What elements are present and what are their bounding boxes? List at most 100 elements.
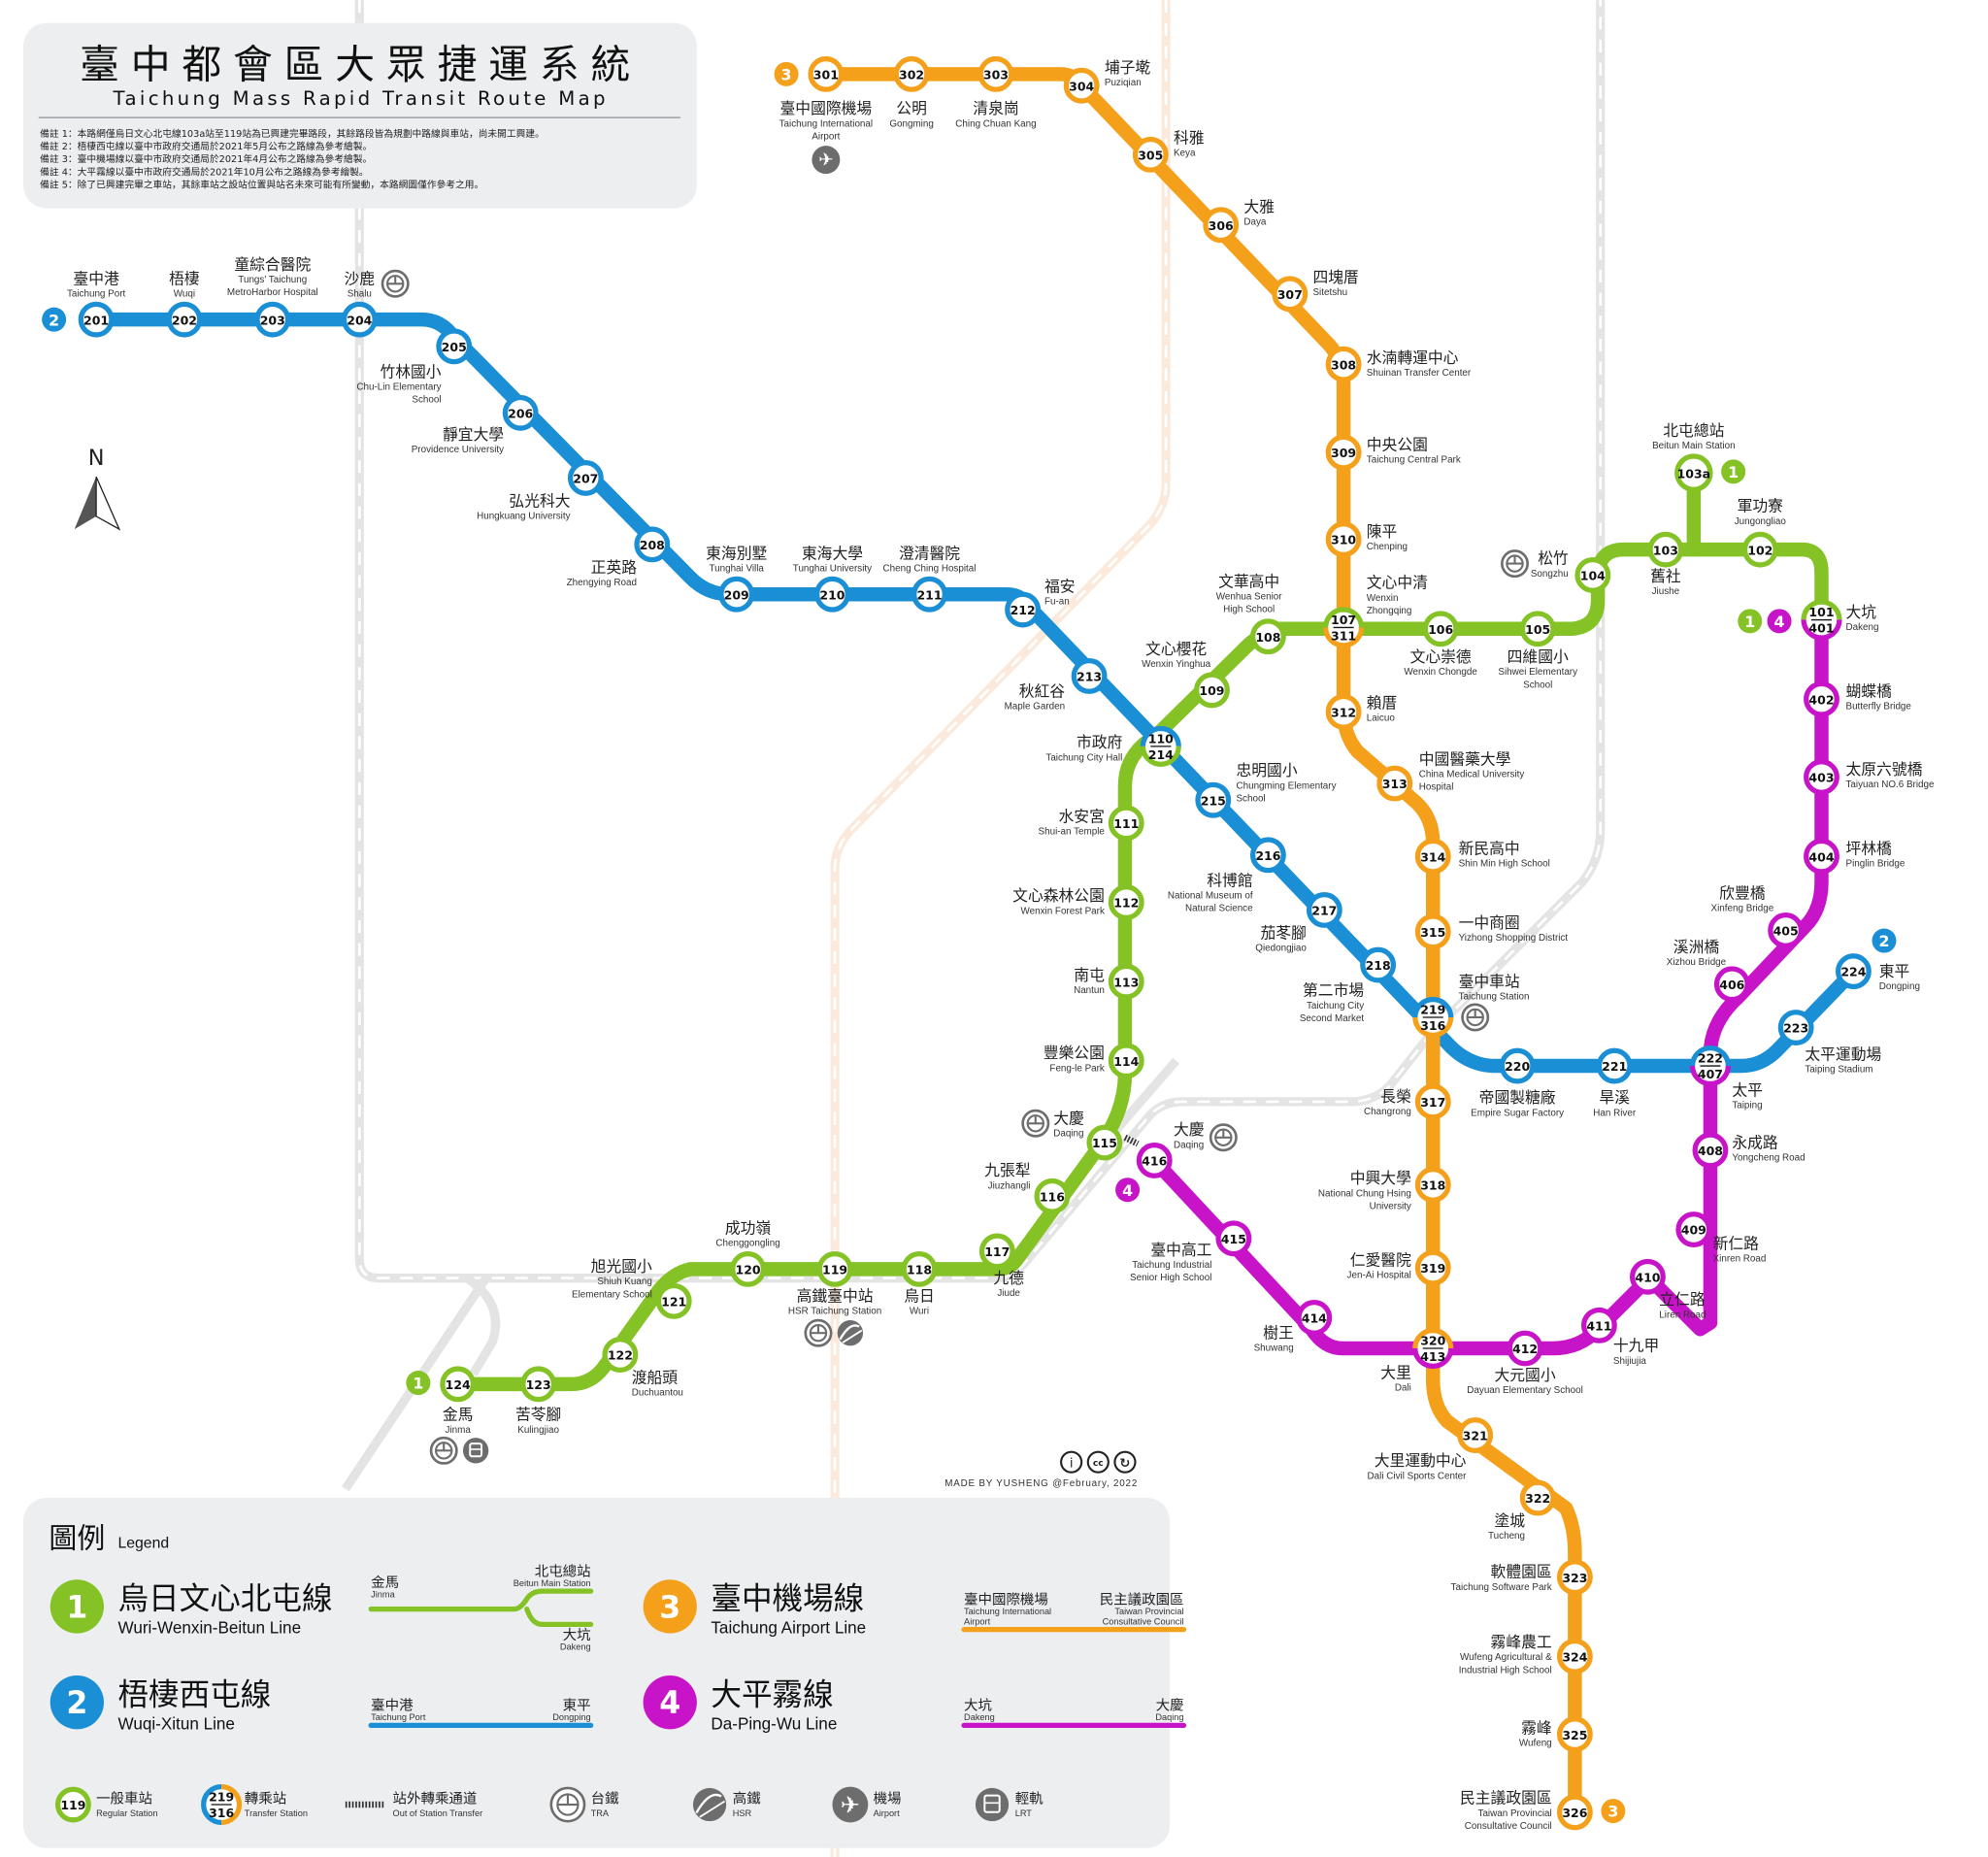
station-marker[interactable] — [1647, 531, 1684, 568]
station-marker[interactable] — [1741, 531, 1778, 568]
station-marker[interactable] — [978, 1233, 1015, 1270]
station-marker[interactable] — [1414, 1249, 1451, 1286]
station-marker[interactable] — [1777, 1010, 1814, 1045]
station-marker[interactable] — [1804, 759, 1839, 795]
station-marker[interactable] — [1556, 1638, 1593, 1675]
station-marker[interactable] — [341, 301, 378, 338]
station-marker[interactable] — [1414, 1167, 1451, 1203]
station-marker[interactable] — [1034, 1177, 1071, 1214]
station-marker[interactable] — [502, 394, 539, 431]
station-marker[interactable] — [1249, 837, 1286, 874]
station-marker[interactable] — [1005, 591, 1042, 628]
station-marker[interactable] — [1325, 346, 1362, 382]
station-marker[interactable] — [1108, 963, 1144, 1000]
station-marker[interactable] — [1507, 1330, 1543, 1367]
station-marker[interactable] — [1136, 1143, 1173, 1178]
station-marker[interactable] — [1108, 884, 1144, 920]
station-marker[interactable] — [1580, 1307, 1617, 1343]
station-marker[interactable] — [634, 526, 671, 563]
station-marker[interactable] — [166, 301, 203, 338]
station-marker[interactable] — [1674, 453, 1713, 492]
station-marker[interactable] — [808, 55, 845, 92]
station-marker[interactable] — [520, 1366, 557, 1403]
station-marker[interactable] — [567, 459, 604, 496]
station-marker[interactable] — [1499, 1047, 1536, 1084]
station-marker[interactable] — [436, 328, 473, 365]
station-marker[interactable] — [1086, 1124, 1123, 1161]
station-marker[interactable] — [1325, 693, 1362, 730]
station-marker[interactable] — [1422, 611, 1459, 647]
station-marker[interactable] — [1325, 521, 1362, 558]
station-marker[interactable] — [1063, 67, 1100, 104]
station-marker[interactable] — [1414, 838, 1451, 875]
station-marker[interactable] — [730, 1250, 766, 1287]
station-marker[interactable] — [977, 55, 1014, 92]
station-marker[interactable] — [1596, 1047, 1633, 1084]
station-marker[interactable] — [1574, 557, 1611, 593]
station-marker[interactable] — [1132, 136, 1169, 173]
station-marker[interactable] — [901, 1250, 938, 1287]
station-marker[interactable] — [1203, 207, 1240, 244]
station-marker[interactable] — [1071, 658, 1108, 694]
station-marker[interactable] — [1692, 1132, 1729, 1169]
station-marker[interactable] — [440, 1366, 477, 1403]
station-marker[interactable] — [1272, 276, 1309, 313]
station-marker[interactable] — [1630, 1258, 1666, 1295]
station-marker[interactable] — [1556, 1716, 1593, 1753]
station-marker[interactable] — [1195, 781, 1232, 818]
station-marker[interactable] — [1108, 1043, 1144, 1079]
